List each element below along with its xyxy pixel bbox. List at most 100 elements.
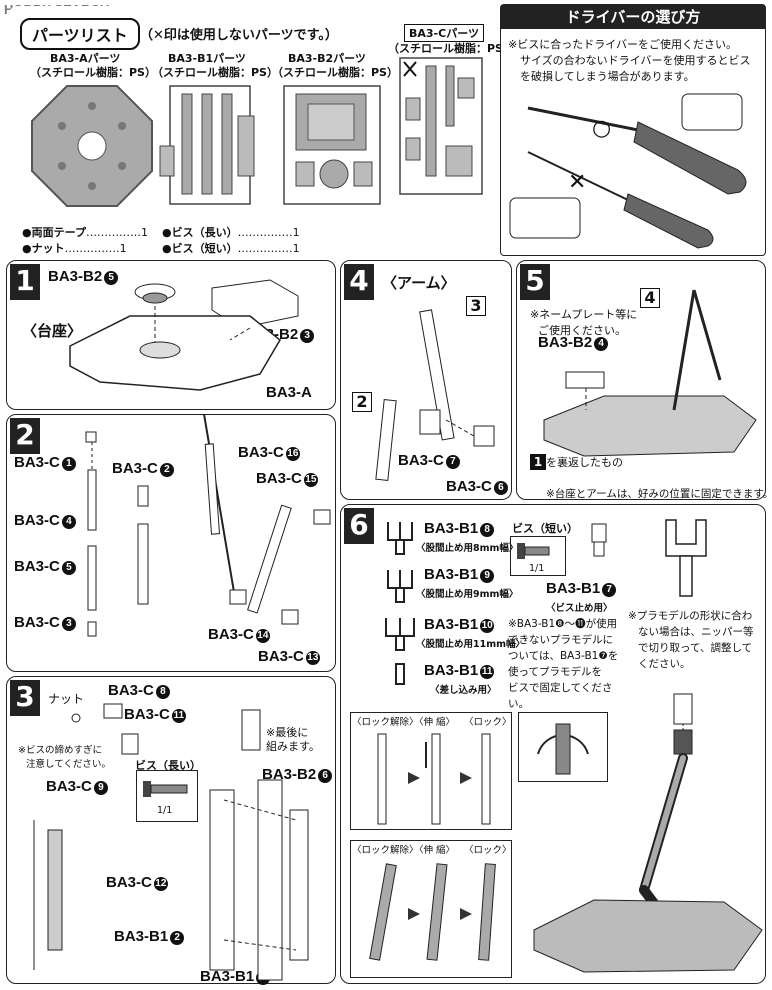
- step3-screw-long-label: ビス（長い）: [135, 759, 201, 772]
- step5-footer: ※台座とアームは、好みの位置に固定できます。: [546, 488, 772, 500]
- step5-label-b24-text: BA3-B2: [538, 334, 593, 351]
- step4-title: 〈アーム〉: [382, 275, 456, 292]
- step2-label-c14-text: BA3-C: [208, 626, 254, 643]
- extra-screw-long-qty: ……………1: [237, 226, 300, 239]
- lock-row1-extend: 〈伸 縮〉: [414, 717, 456, 728]
- step2-label-c5-num: 5: [61, 561, 76, 575]
- step3-last-1: ※最後に: [266, 726, 309, 739]
- step4-label-c6-text: BA3-C: [446, 478, 492, 495]
- extra-nut-qty: ……………1: [64, 242, 127, 255]
- step2-label-c2-text: BA3-C: [112, 460, 158, 477]
- step6-note-line-4: 使ってプラモデルを: [508, 666, 602, 678]
- parts-list-title-text: パーツリスト: [32, 26, 128, 45]
- step6-item-b111-sub: 〈差し込み用〉: [430, 685, 497, 696]
- step4-label-c7-num: 7: [445, 455, 460, 469]
- runner-b2-material: （スチロール樹脂：PS）: [272, 66, 398, 79]
- step6-label-b17-sub: 〈ビス止め用〉: [546, 603, 613, 614]
- step6-nipper-note: ※プラモデルの形状に合わ ない場合は、ニッパー等 で切り取って、調整して くださ…: [628, 608, 768, 672]
- step3-screw-long-box: ビス（長い） 1/1: [135, 759, 201, 822]
- step2-label-c4-num: 4: [61, 515, 76, 529]
- extra-screw-short-label: ●ビス（短い）: [162, 242, 238, 255]
- step4-box3: 3: [466, 296, 486, 316]
- driver-text-3: を破損してしまう場合があります。: [520, 70, 695, 83]
- step5-number: 5: [520, 264, 550, 300]
- step3-label-c9-text: BA3-C: [46, 778, 92, 795]
- lock-row1-release: 〈ロック解除〉: [352, 717, 419, 728]
- runner-c-name: BA3-Cパーツ: [404, 24, 484, 42]
- step1-label-top-text: BA3-B2: [48, 268, 103, 285]
- step5-note-2: ご使用ください。: [538, 324, 626, 337]
- runner-a-illustration: [31, 85, 153, 207]
- step3-label-b12-text: BA3-B1: [114, 928, 169, 945]
- step6-parts-icons: [385, 522, 415, 685]
- step3-note-1: ※ビスの締めすぎに: [18, 745, 102, 756]
- step6-item-b111-text: BA3-B1: [424, 662, 479, 679]
- driver-title: ドライバーの選び方: [501, 5, 765, 29]
- step6-note-line-2: できないプラモデルに: [508, 634, 613, 646]
- step1-label-right-num: 3: [300, 329, 315, 343]
- step3-note-2: 注意してください。: [26, 759, 111, 770]
- lock-row2-lock: 〈ロック〉: [464, 845, 512, 856]
- runner-b1-material: （スチロール樹脂：PS）: [152, 66, 278, 79]
- step6-item-b110-num: 10: [480, 619, 495, 633]
- lock-row2-extend: 〈伸 縮〉: [414, 845, 456, 856]
- step6-item-b18-num: 8: [480, 523, 495, 537]
- step2-label-c15-text: BA3-C: [256, 470, 302, 487]
- step6-scale: 1/1: [529, 563, 545, 574]
- extra-nut: ●ナット……………1: [22, 240, 127, 256]
- step6-u-part-icon: [665, 519, 707, 597]
- step4-label-c7-text: BA3-C: [398, 452, 444, 469]
- step2-label-c4-text: BA3-C: [14, 512, 60, 529]
- step1-label-base: 〈台座〉: [22, 323, 83, 340]
- step5-box1: 1: [530, 454, 546, 470]
- step4-illustration: [375, 309, 495, 481]
- step6-assembled-illustration: [533, 693, 763, 973]
- screw-short-icon: [517, 543, 550, 559]
- step6-nipper-line-4: ください。: [638, 658, 691, 670]
- step3-label-b26-text: BA3-B2: [262, 766, 317, 783]
- step6-label-b17-text: BA3-B1: [546, 580, 601, 597]
- runner-c-illustration: [399, 57, 483, 195]
- step6-screw-short-box: 1/1: [510, 536, 566, 576]
- step3-last-2: 組みます。: [266, 740, 320, 753]
- step3-label-c12-text: BA3-C: [106, 874, 152, 891]
- screw-long-icon: [143, 781, 188, 797]
- driver-good-mark: ○: [592, 116, 612, 141]
- step6-note-line-3: ついては、BA3-B1❼を: [508, 650, 619, 662]
- step2-label-c3-num: 3: [61, 617, 76, 631]
- step2-label-c15-num: 15: [303, 473, 318, 487]
- step2-label-c1-text: BA3-C: [14, 454, 60, 471]
- step6-nipper-line-1: ※プラモデルの形状に合わ: [628, 610, 753, 622]
- runner-b1-illustration: [159, 85, 255, 205]
- step2-label-c14-num: 14: [255, 629, 270, 643]
- step1-number: 1: [10, 264, 40, 300]
- parts-list-title: パーツリスト: [20, 18, 140, 50]
- step2-label-c13-text: BA3-C: [258, 648, 304, 665]
- extra-tape-qty: ……………1: [85, 226, 148, 239]
- step2-label-c1-num: 1: [61, 457, 76, 471]
- step2-label-c2-num: 2: [159, 463, 174, 477]
- lock-row1: [350, 712, 512, 830]
- step3-label-c11-text: BA3-C: [124, 706, 170, 723]
- extra-screw-long: ●ビス（長い）……………1: [162, 224, 300, 240]
- step6-screw-short-label: ビス（短い）: [512, 522, 578, 535]
- step2-panel: [6, 414, 336, 672]
